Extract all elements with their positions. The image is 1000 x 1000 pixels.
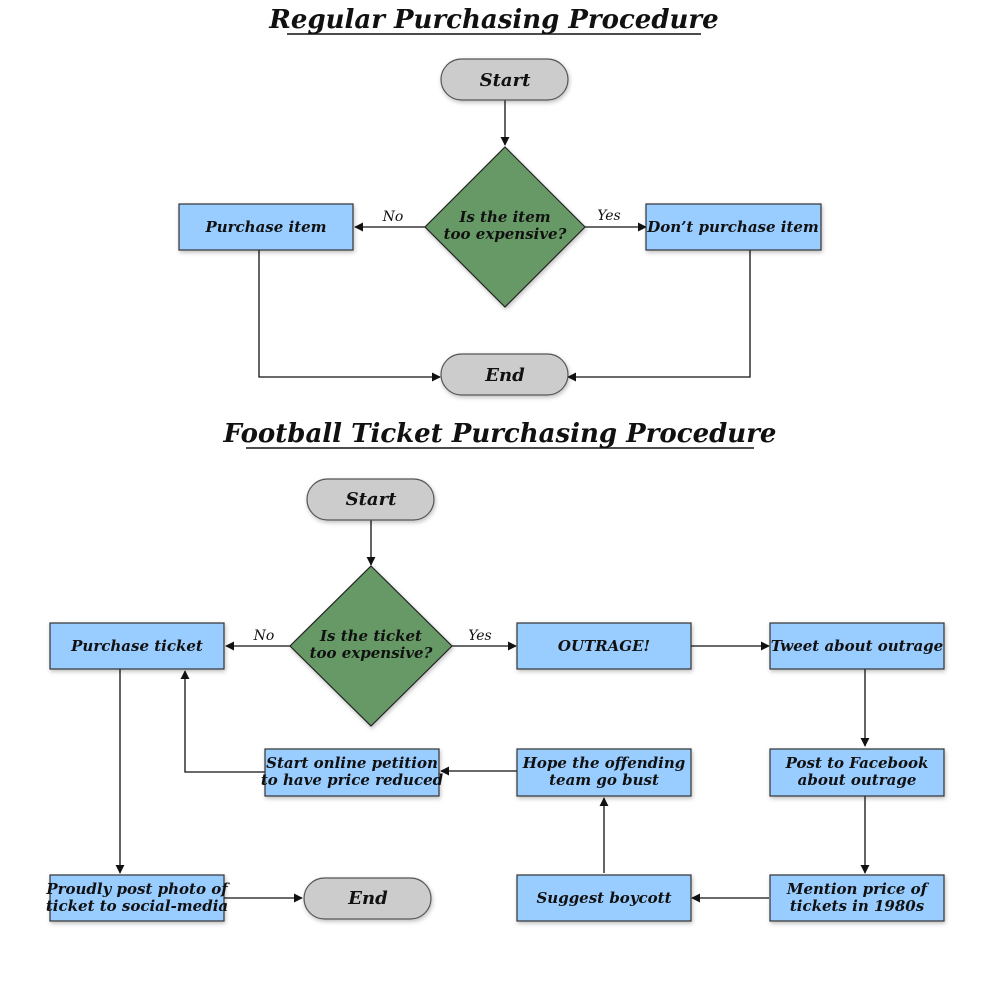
football-procedure: Football Ticket Purchasing Procedure No … xyxy=(45,419,945,922)
regular-purchase-node: Purchase item xyxy=(178,203,354,251)
football-decision-node: Is the ticket too expensive? xyxy=(289,565,453,727)
svg-text:OUTRAGE!: OUTRAGE! xyxy=(558,637,650,655)
fedge-label-no: No xyxy=(253,628,275,644)
football-mention-node: Mention price of tickets in 1980s xyxy=(769,874,945,922)
svg-text:End: End xyxy=(484,365,525,386)
football-petition-node: Start online petition to have price redu… xyxy=(261,748,444,797)
edge-label-no: No xyxy=(382,209,404,225)
post-photo-line-2: ticket to social-media xyxy=(46,897,228,915)
fedge-label-yes: Yes xyxy=(468,628,492,644)
decision-line-2: too expensive? xyxy=(444,225,567,243)
svg-text:End: End xyxy=(347,888,388,909)
edge-dont-purchase-to-end xyxy=(567,250,751,382)
svg-text:Purchase ticket: Purchase ticket xyxy=(70,637,203,655)
petition-line-1: Start online petition xyxy=(266,754,438,772)
regular-start-node: Start xyxy=(440,58,569,101)
edge-label-yes: Yes xyxy=(597,208,621,224)
fdecision-line-1: Is the ticket xyxy=(319,627,422,645)
football-purchase-node: Purchase ticket xyxy=(49,622,225,670)
facebook-line-1: Post to Facebook xyxy=(785,754,929,772)
hope-line-1: Hope the offending xyxy=(522,754,685,772)
svg-text:Start: Start xyxy=(480,70,531,91)
regular-procedure: Regular Purchasing Procedure No Yes Star… xyxy=(178,5,822,396)
regular-dont-purchase-node: Don’t purchase item xyxy=(645,203,822,251)
post-photo-line-1: Proudly post photo of xyxy=(45,880,230,898)
football-facebook-node: Post to Facebook about outrage xyxy=(769,748,945,797)
football-tweet-node: Tweet about outrage xyxy=(769,622,945,670)
regular-end-node: End xyxy=(440,353,569,396)
football-end-node: End xyxy=(303,877,432,920)
facebook-line-2: about outrage xyxy=(798,771,917,789)
hope-line-2: team go bust xyxy=(549,771,659,789)
fdecision-line-2: too expensive? xyxy=(310,644,433,662)
football-outrage-node: OUTRAGE! xyxy=(516,622,692,670)
edge-purchase-to-end xyxy=(258,250,441,382)
regular-decision-node: Is the item too expensive? xyxy=(424,146,586,308)
football-boycott-node: Suggest boycott xyxy=(516,874,692,922)
svg-text:Suggest boycott: Suggest boycott xyxy=(536,889,671,907)
mention-line-2: tickets in 1980s xyxy=(790,897,925,915)
svg-text:Start: Start xyxy=(346,489,397,510)
football-title: Football Ticket Purchasing Procedure xyxy=(223,419,777,449)
decision-line-1: Is the item xyxy=(458,208,550,226)
petition-line-2: to have price reduced xyxy=(261,771,444,789)
svg-text:Tweet about outrage: Tweet about outrage xyxy=(771,637,943,655)
edge-petition-to-purchase xyxy=(180,670,265,773)
regular-title: Regular Purchasing Procedure xyxy=(268,5,718,35)
football-hope-node: Hope the offending team go bust xyxy=(516,748,692,797)
football-start-node: Start xyxy=(306,478,435,521)
football-post-photo-node: Proudly post photo of ticket to social-m… xyxy=(45,874,230,922)
svg-text:Purchase item: Purchase item xyxy=(204,218,326,236)
svg-text:Don’t purchase item: Don’t purchase item xyxy=(646,218,819,236)
mention-line-1: Mention price of xyxy=(786,880,930,898)
